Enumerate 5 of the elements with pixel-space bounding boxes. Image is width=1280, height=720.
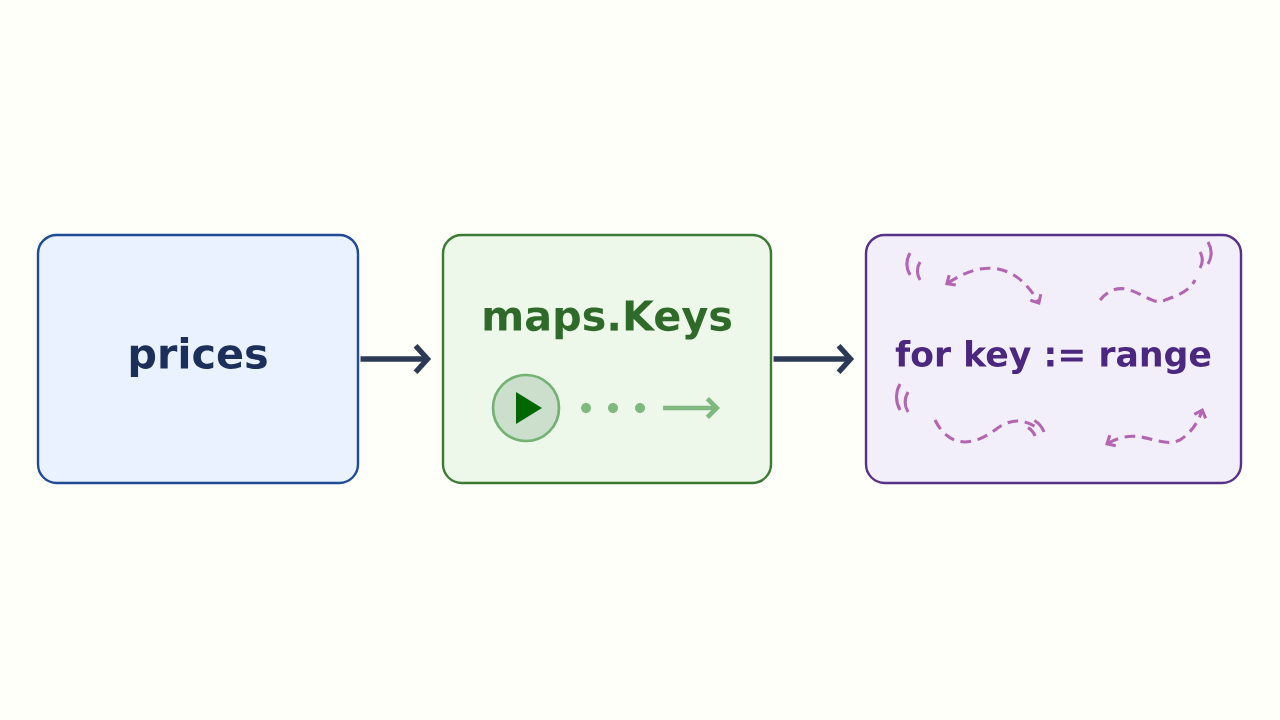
process-box: prices: [36, 233, 360, 485]
process-box: for key := range: [864, 233, 1243, 485]
arrow: [773, 343, 855, 375]
arrow: [360, 343, 432, 375]
process-box: maps.Keys: [441, 233, 773, 485]
